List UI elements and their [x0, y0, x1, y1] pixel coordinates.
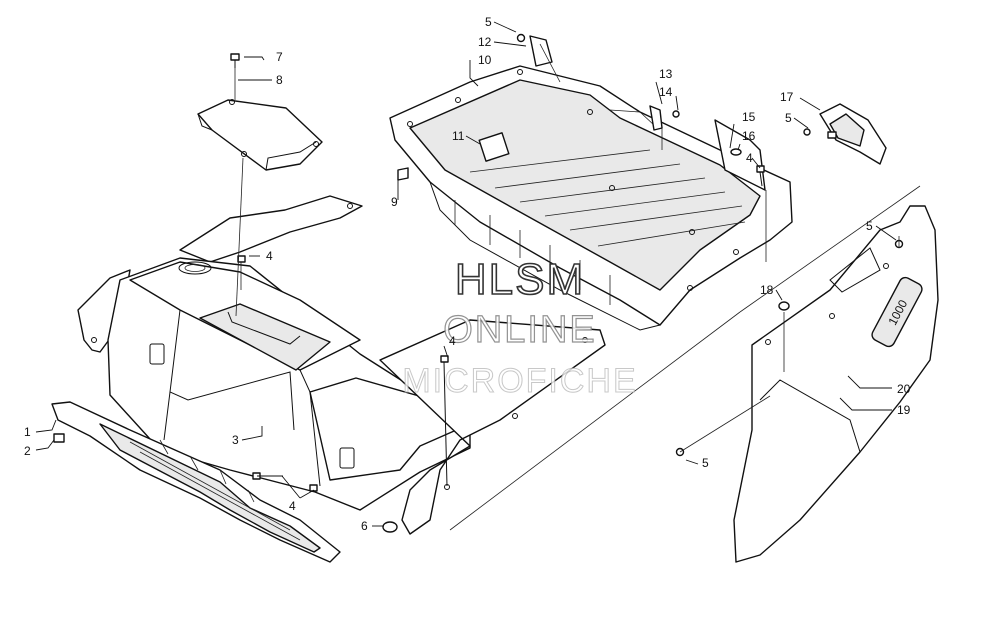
callout-6: 6 — [361, 519, 368, 533]
callouts: 1 2 3 4 4 4 4 5 5 5 5 6 7 8 9 10 11 12 1… — [24, 15, 911, 533]
callout-5: 5 — [485, 15, 492, 29]
storage-lid — [197, 99, 323, 171]
screw — [230, 53, 240, 68]
callout-9: 9 — [391, 195, 398, 209]
callout-20: 20 — [897, 382, 911, 396]
callout-8: 8 — [276, 73, 283, 87]
callout-13: 13 — [659, 67, 673, 81]
callout-5: 5 — [785, 111, 792, 125]
callout-15: 15 — [742, 110, 756, 124]
storage-tray — [389, 65, 793, 331]
callout-14: 14 — [659, 85, 673, 99]
leader-lines — [35, 21, 897, 527]
hardware — [237, 33, 904, 533]
watermark: HLSM ONLINE MICROFICHE — [402, 254, 637, 400]
callout-4: 4 — [289, 499, 296, 513]
callout-10: 10 — [478, 53, 492, 67]
assembly-lines — [234, 43, 921, 531]
callout-4: 4 — [266, 249, 273, 263]
watermark-line-1: HLSM — [455, 255, 585, 304]
callout-4: 4 — [746, 151, 753, 165]
callout-18: 18 — [760, 283, 774, 297]
callout-17: 17 — [780, 90, 794, 104]
taillight — [819, 103, 887, 165]
callout-5: 5 — [866, 219, 873, 233]
footrest-panel — [51, 401, 341, 563]
callout-7: 7 — [276, 50, 283, 64]
callout-19: 19 — [897, 403, 911, 417]
callout-4: 4 — [449, 334, 456, 348]
callout-12: 12 — [478, 35, 492, 49]
callout-11: 11 — [452, 129, 465, 143]
watermark-line-2: ONLINE — [443, 309, 596, 351]
callout-2: 2 — [24, 444, 31, 458]
callout-1: 1 — [24, 425, 31, 439]
callout-3: 3 — [232, 433, 239, 447]
callout-5: 5 — [702, 456, 709, 470]
side-panel: 1000 — [733, 205, 939, 563]
callout-16: 16 — [742, 129, 756, 143]
watermark-line-3: MICROFICHE — [402, 362, 637, 400]
